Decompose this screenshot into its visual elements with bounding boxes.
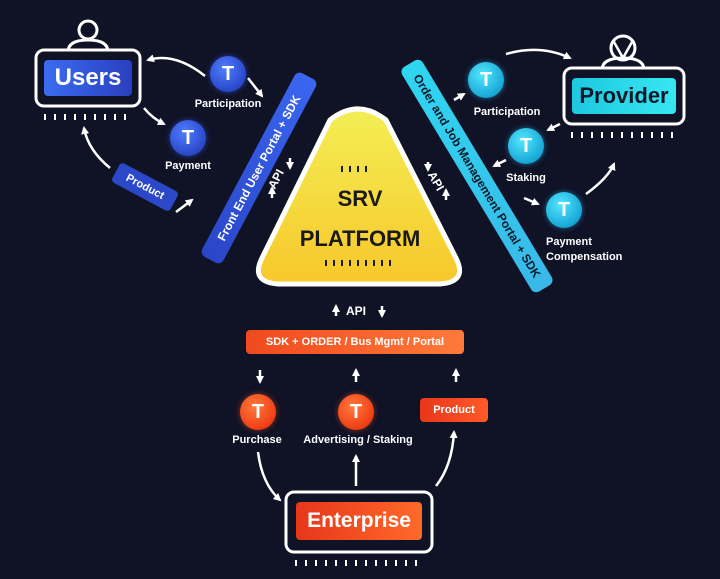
users-payment-label: Payment bbox=[165, 160, 211, 172]
enterprise-purchase-label: Purchase bbox=[232, 434, 282, 446]
platform-title-line1: SRV bbox=[337, 186, 383, 211]
users-flow-arrows bbox=[81, 54, 294, 213]
provider-node bbox=[562, 34, 686, 138]
provider-staking-label: Staking bbox=[506, 172, 546, 184]
token-provider-participation: T bbox=[468, 62, 504, 98]
platform-title-line2: PLATFORM bbox=[299, 226, 421, 251]
provider-label: Provider bbox=[579, 83, 669, 108]
token-users-participation: T bbox=[210, 56, 246, 92]
provider-payment-label-1: Payment bbox=[546, 236, 592, 248]
token-enterprise-purchase: T bbox=[240, 394, 276, 430]
platform-triangle bbox=[256, 106, 462, 287]
enterprise-flow-arrows bbox=[256, 304, 460, 502]
provider-payment-label-2: Compensation bbox=[546, 251, 623, 263]
api-bottom-label: API bbox=[346, 304, 367, 318]
enterprise-advertising-label: Advertising / Staking bbox=[303, 434, 413, 446]
token-users-payment: T bbox=[170, 120, 206, 156]
enterprise-label: Enterprise bbox=[307, 509, 411, 532]
users-label: Users bbox=[54, 64, 122, 91]
users-node bbox=[34, 19, 142, 120]
token-provider-staking: T bbox=[508, 128, 544, 164]
enterprise-node bbox=[284, 490, 434, 566]
provider-flow-arrows bbox=[424, 48, 616, 206]
token-enterprise-advertising: T bbox=[338, 394, 374, 430]
provider-participation-label: Participation bbox=[473, 106, 541, 118]
enterprise-product-tag: Product bbox=[420, 398, 488, 422]
users-participation-label: Participation bbox=[194, 98, 262, 110]
token-provider-payment: T bbox=[546, 192, 582, 228]
sdk-order-bar: SDK + ORDER / Bus Mgmt / Portal bbox=[246, 330, 464, 354]
